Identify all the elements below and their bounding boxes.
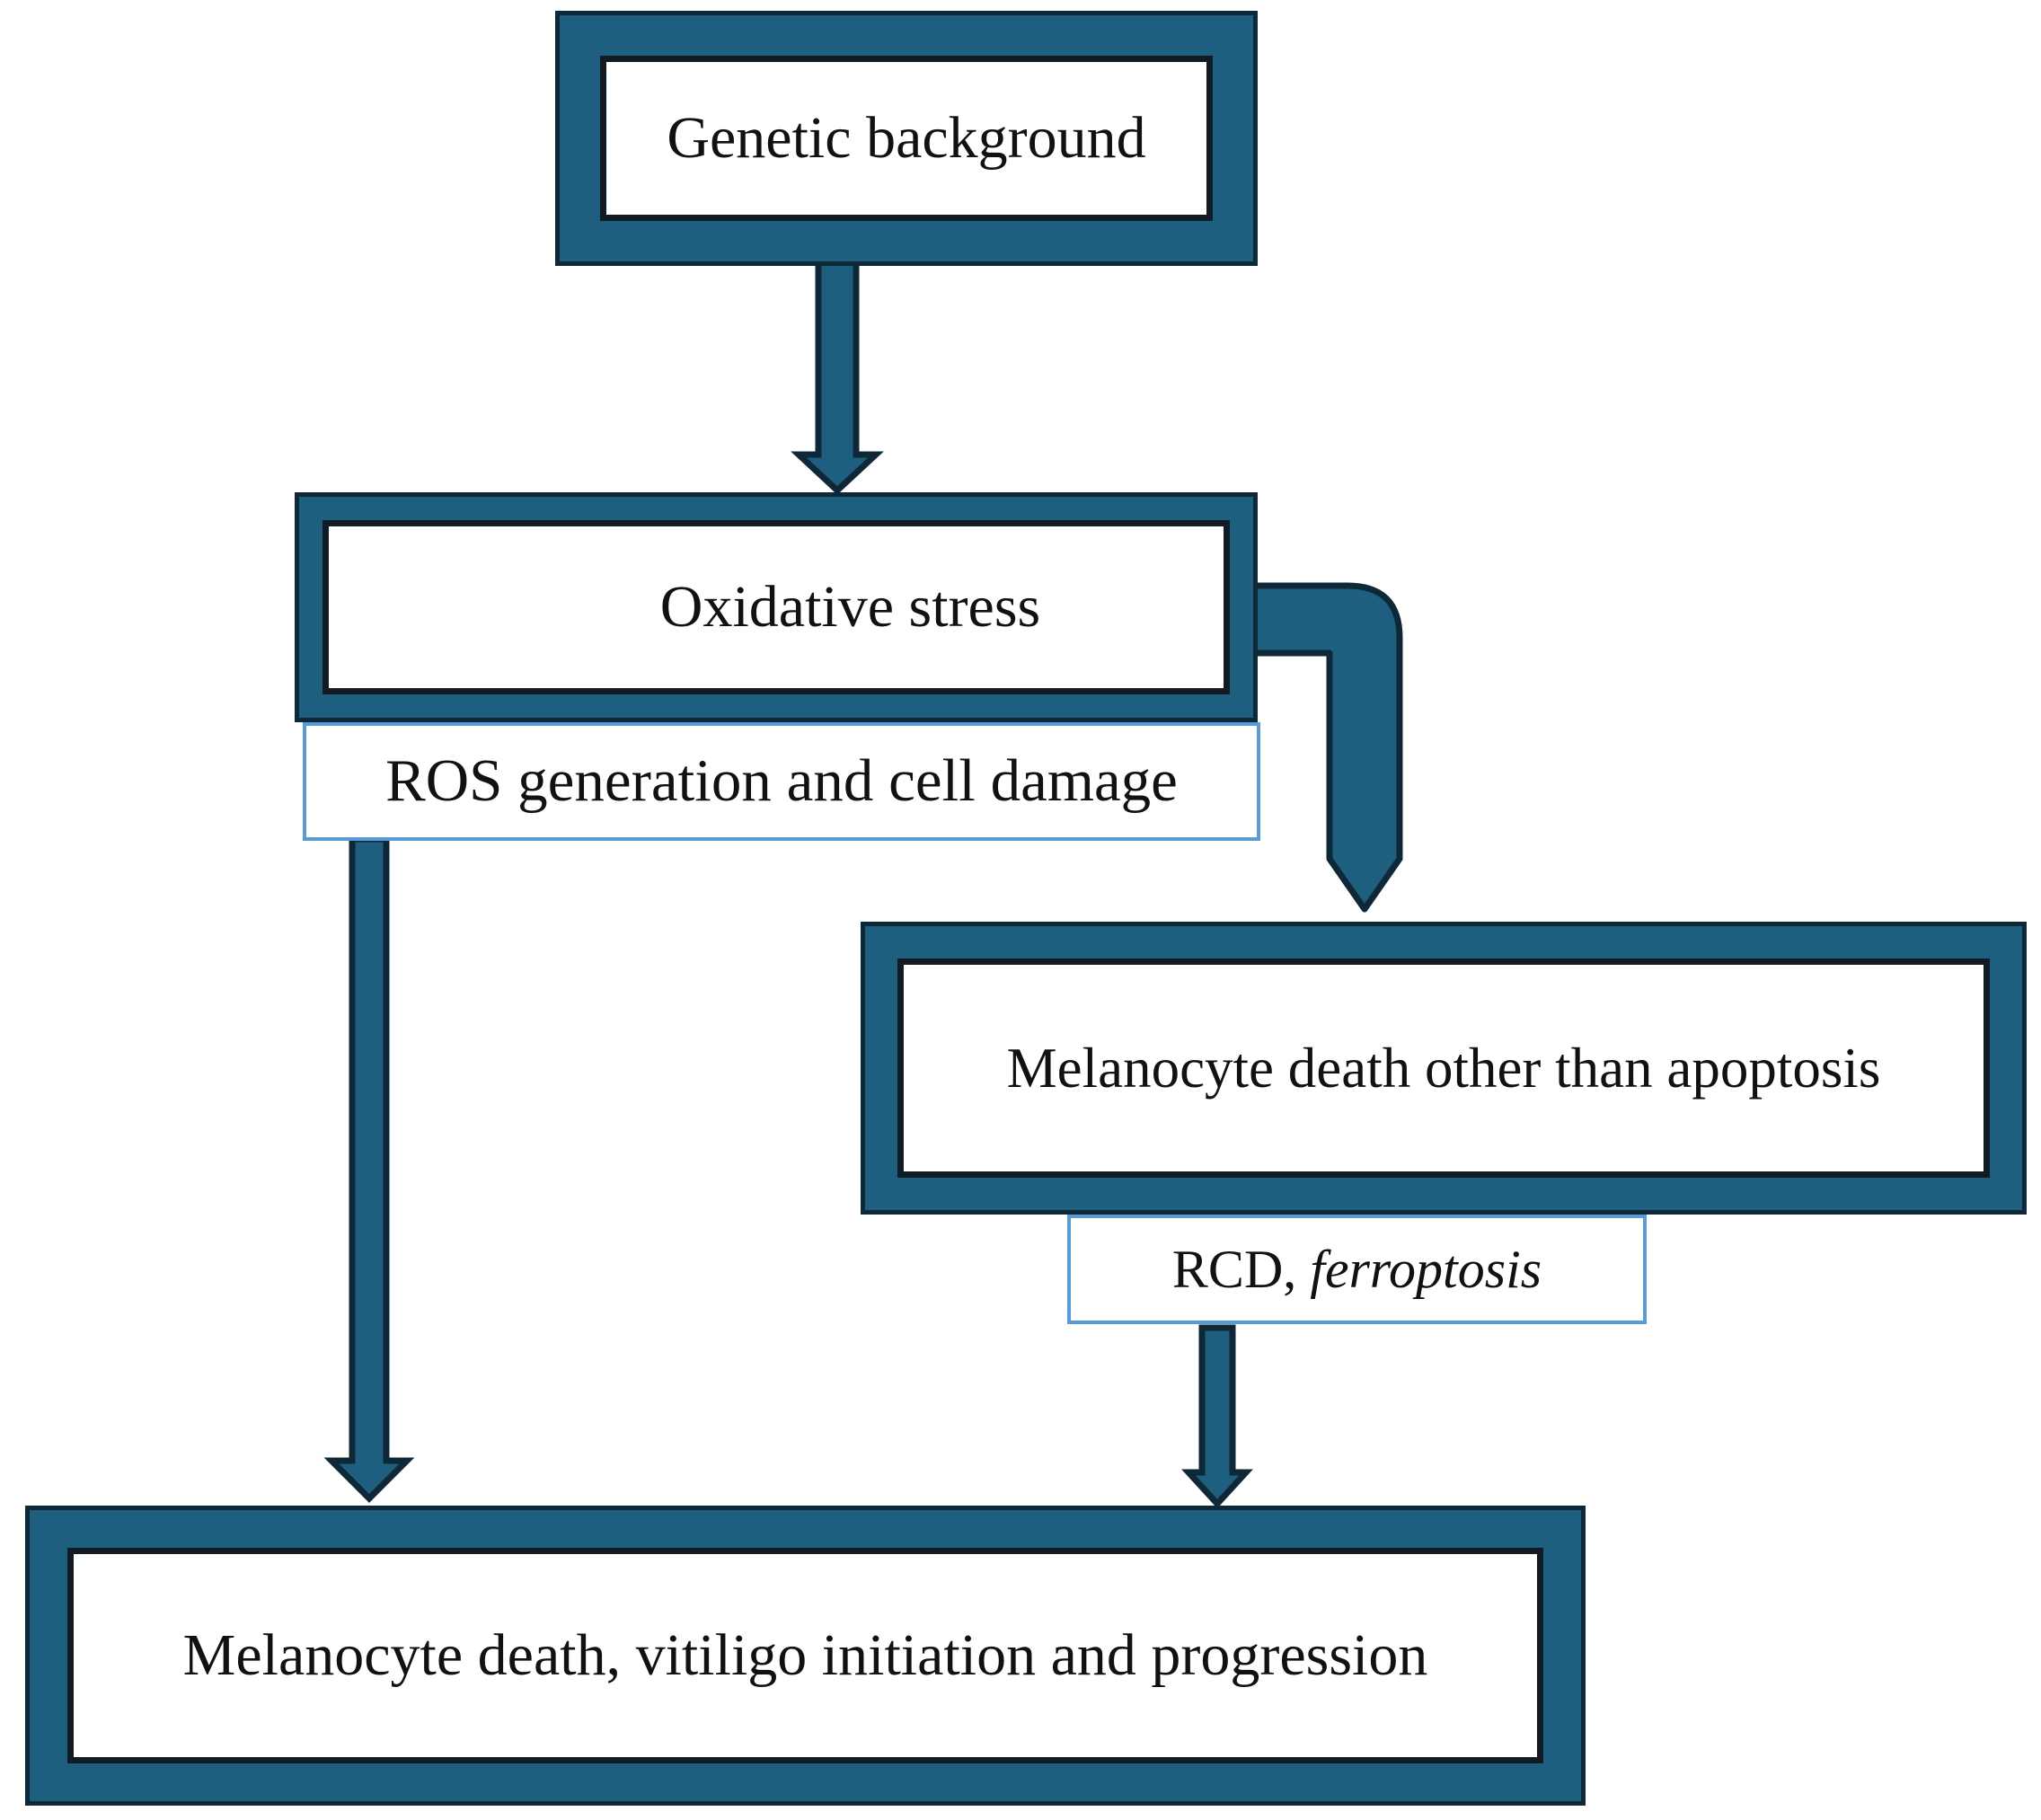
node-melanocyte-death-other-label: Melanocyte death other than apoptosis [1006, 1036, 1881, 1100]
arrow-rcd-to-outcome-icon [1181, 1324, 1253, 1509]
node-melanocyte-death-other-panel: Melanocyte death other than apoptosis [897, 959, 1990, 1178]
node-genetic-background: Genetic background [555, 11, 1258, 266]
node-oxidative-stress: Oxidative stress [295, 492, 1258, 722]
rcd-label-regular: RCD, [1171, 1239, 1311, 1299]
node-genetic-background-label: Genetic background [667, 105, 1146, 172]
node-genetic-background-panel: Genetic background [600, 56, 1213, 221]
node-melanocyte-death-other: Melanocyte death other than apoptosis [861, 922, 2027, 1215]
node-outcome-label: Melanocyte death, vitiligo initiation an… [182, 1622, 1428, 1689]
node-ros-generation-label: ROS generation and cell damage [385, 747, 1178, 815]
node-oxidative-stress-label: Oxidative stress [659, 574, 1041, 641]
node-outcome-panel: Melanocyte death, vitiligo initiation an… [67, 1548, 1543, 1763]
arrow-oxidative-to-melanocyte-death-icon [1247, 582, 1403, 913]
node-ros-generation: ROS generation and cell damage [303, 722, 1260, 841]
node-outcome: Melanocyte death, vitiligo initiation an… [25, 1506, 1586, 1806]
node-rcd-ferroptosis: RCD, ferroptosis [1067, 1215, 1647, 1324]
arrow-genetic-to-oxidative-icon [791, 257, 884, 495]
node-rcd-ferroptosis-label: RCD, ferroptosis [1172, 1239, 1542, 1301]
node-oxidative-stress-panel: Oxidative stress [322, 520, 1230, 694]
arrow-ros-to-outcome-icon [323, 835, 415, 1503]
rcd-label-italic: ferroptosis [1310, 1239, 1542, 1299]
